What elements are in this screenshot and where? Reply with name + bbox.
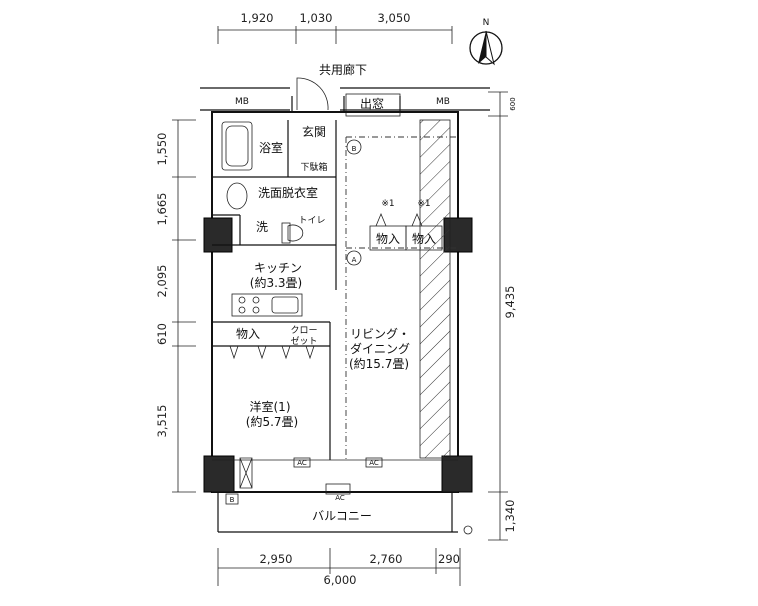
toilet-label: トイレ — [298, 216, 325, 226]
note-mark-right: ※1 — [417, 199, 430, 209]
left-dim-3: 2,095 — [155, 265, 169, 298]
wash-basin-icon — [226, 182, 248, 210]
bathtub-inner — [225, 125, 249, 167]
b-box-label: B — [230, 496, 235, 504]
bathtub — [221, 121, 253, 171]
storage-label: 物入 — [236, 327, 260, 341]
bay-window-box — [345, 93, 401, 117]
column-left-lower — [203, 455, 235, 493]
entrance-label: 玄関 — [302, 124, 326, 139]
top-dim-1: 1,920 — [241, 11, 274, 25]
toilet-tank — [281, 222, 291, 244]
right-dim-main: 9,435 — [503, 286, 517, 319]
right-top-dim: 600 — [509, 97, 517, 110]
interior-walls — [212, 120, 458, 461]
living-size-label: (約15.7畳) — [349, 356, 409, 371]
living-label-1: リビング・ — [350, 327, 410, 341]
western-room-size: (約5.7畳) — [246, 414, 298, 429]
kitchen-counter — [231, 293, 303, 317]
left-dim-5: 3,515 — [155, 405, 169, 438]
left-dimension-line — [172, 119, 196, 493]
b-box — [225, 493, 239, 505]
right-dim-balcony: 1,340 — [503, 500, 517, 533]
ac-label-1: AC — [297, 459, 307, 467]
hatched-area — [419, 119, 451, 459]
corridor-label: 共用廊下 — [319, 62, 367, 77]
ac-label-3: AC — [335, 494, 345, 502]
closet-doors — [229, 345, 315, 360]
marker-b-label: B — [352, 145, 357, 153]
washroom-label: 洗面脱衣室 — [258, 185, 318, 200]
closet-label-2: ゼット — [290, 335, 317, 347]
living-label-2: ダイニング — [350, 341, 410, 356]
top-dimension-line — [217, 26, 453, 44]
living-storage-right — [405, 225, 443, 251]
ac-outdoor-unit — [325, 483, 351, 495]
left-dim-2: 1,665 — [155, 193, 169, 226]
total-width-dim: 6,000 — [324, 573, 357, 587]
column-left-upper — [203, 217, 233, 253]
top-dim-2: 1,030 — [300, 11, 333, 25]
north-arrow-icon — [469, 30, 503, 66]
mb-label-left: MB — [235, 97, 249, 107]
bay-window-label: 出窓 — [360, 96, 384, 111]
western-room-label: 洋室(1) — [250, 399, 291, 414]
bottom-dimension-line — [217, 548, 461, 586]
bath-label: 浴室 — [259, 140, 283, 155]
corridor-wall — [200, 87, 490, 112]
marker-a — [346, 250, 362, 266]
balcony — [212, 491, 473, 535]
entrance-door-swing — [296, 77, 329, 111]
north-label: N — [483, 18, 490, 28]
bottom-dim-2: 2,760 — [370, 552, 403, 566]
ac-box-1 — [293, 457, 311, 468]
bottom-dim-3: 290 — [438, 552, 460, 566]
balcony-label: バルコニー — [312, 509, 372, 523]
top-dim-3: 3,050 — [378, 11, 411, 25]
mb-label-right: MB — [436, 97, 450, 107]
ac-box-2 — [365, 457, 383, 468]
living-storage-label-right: 物入 — [412, 232, 436, 246]
living-storage-label-left: 物入 — [376, 232, 400, 246]
washer-label: 洗 — [256, 220, 268, 234]
ac-label-2: AC — [369, 459, 379, 467]
closet-label-1: クロー — [290, 325, 317, 336]
shoe-box-label: 下駄箱 — [300, 161, 327, 173]
marker-a-label: A — [352, 256, 357, 264]
kitchen-label: キッチン — [254, 261, 302, 275]
marker-b — [346, 139, 362, 155]
left-dim-1: 1,550 — [155, 133, 169, 166]
toilet-icon — [287, 224, 304, 242]
bottom-dim-1: 2,950 — [260, 552, 293, 566]
left-dim-4: 610 — [155, 323, 169, 345]
column-right-lower — [441, 455, 473, 493]
storage-door-swing — [375, 212, 423, 227]
right-dimension-line — [488, 91, 508, 541]
pipe-space — [239, 457, 253, 489]
kitchen-size-label: (約3.3畳) — [250, 275, 302, 290]
note-mark-left: ※1 — [381, 199, 394, 209]
